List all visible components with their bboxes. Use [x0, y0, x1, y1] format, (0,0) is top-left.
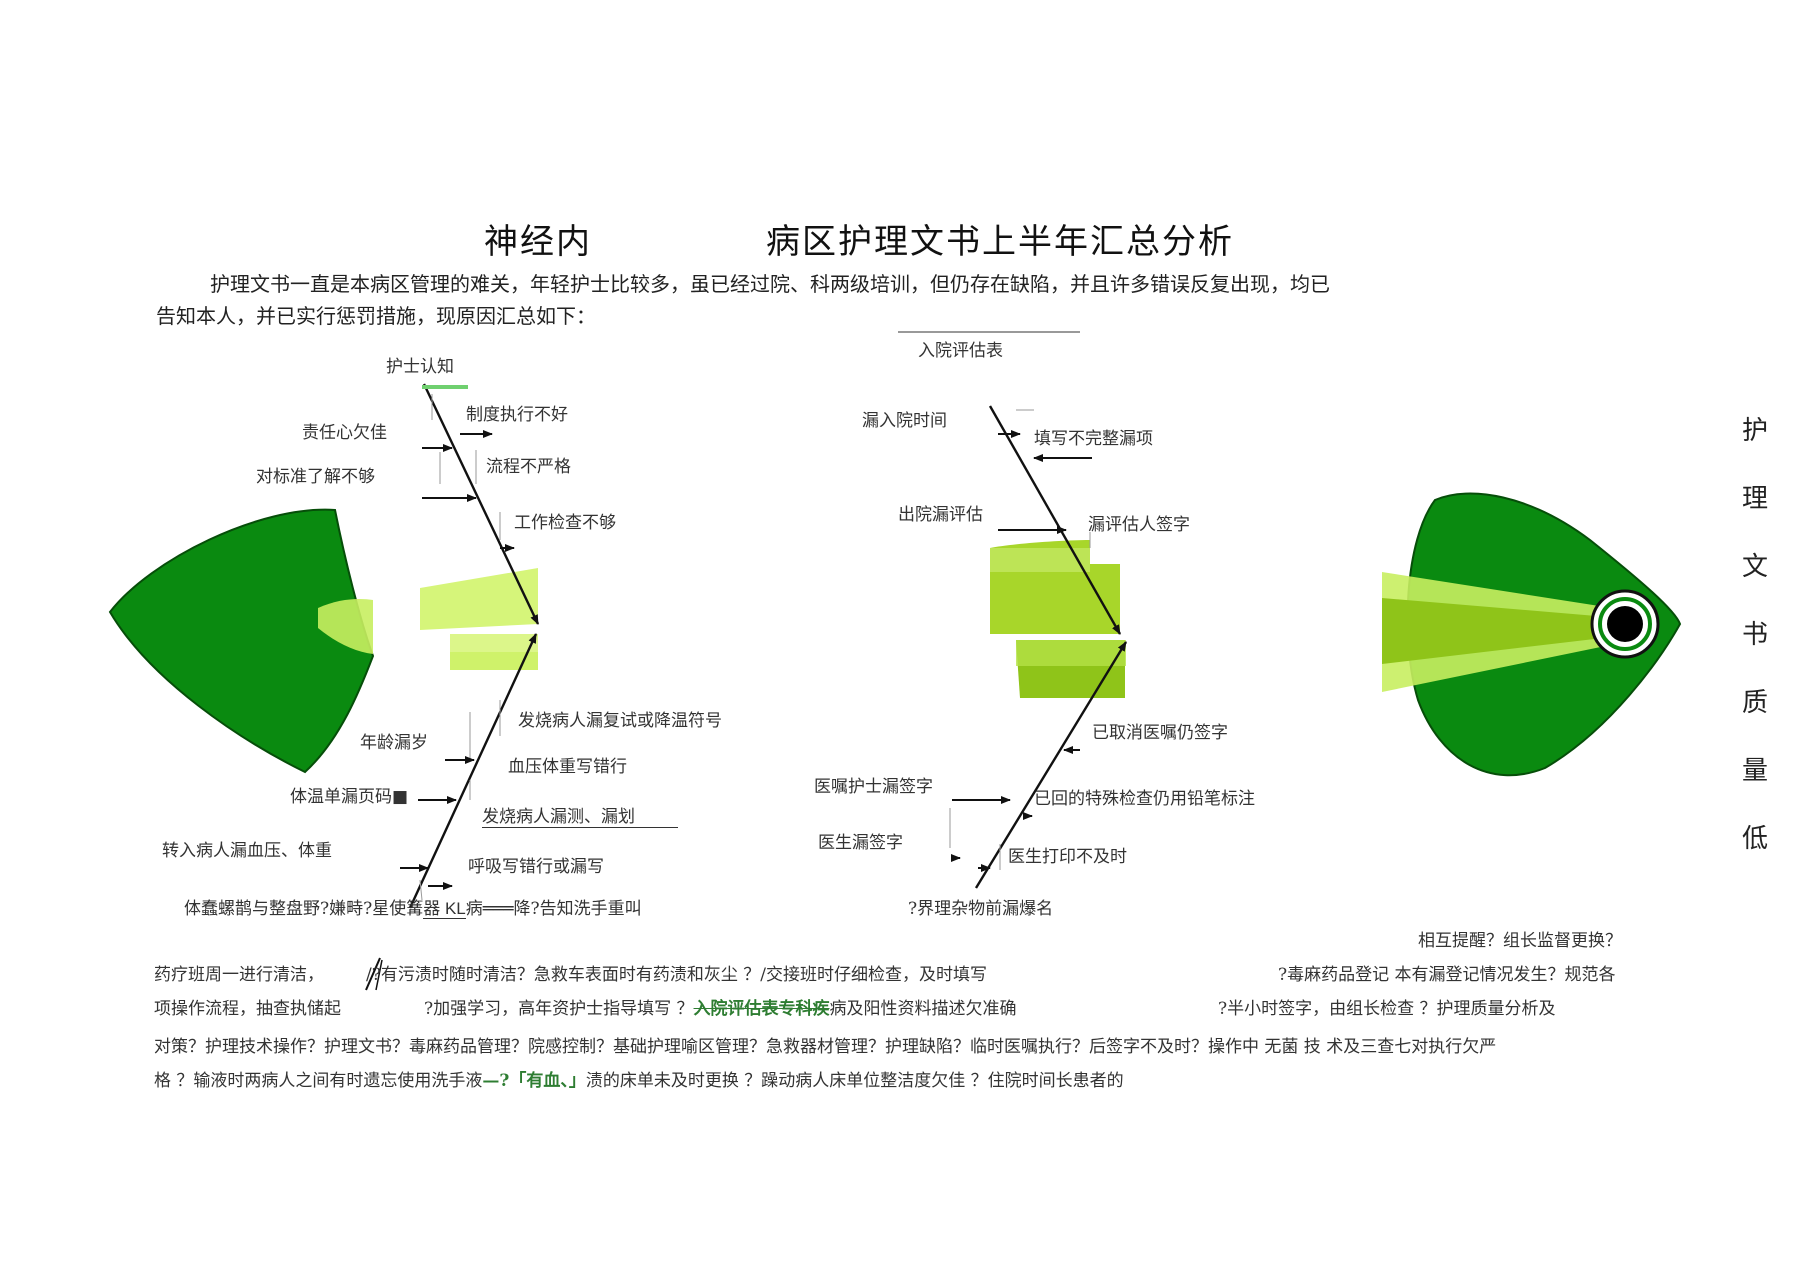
cause-cancelled-order: 已取消医嘱仍签字 — [1092, 723, 1228, 743]
cause-fever-measure: 发烧病人漏测、漏划 — [482, 802, 678, 828]
category-admission-assessment: 入院评估表 — [918, 341, 1003, 361]
bottom-line-3-green: 入院评估表专科疾 — [693, 999, 830, 1019]
left-bottom-label: 体蠢螺鹊与整盘野?嫌畤?星使篝器 KL病═══降?告知洗手重叫 — [184, 894, 642, 919]
bottom-line-3b: ?加强学习，高年资护士指导填写 ？入院评估表专科疾病及阳性资料描述欠准确 — [424, 994, 1017, 1019]
cause-fever-recheck: 发烧病人漏复试或降温符号 — [518, 711, 722, 731]
head-char-4: 书 — [1742, 620, 1769, 650]
bottom-line-5b: 渍的床单未及时更换 ？躁动病人床单位整洁度欠佳 ？住院时间长患者的 — [585, 1071, 1124, 1091]
bottom-line-3a: 项操作流程，抽查执储起 — [154, 999, 341, 1019]
mid-bottom-label: ?界理杂物前漏爆名 — [908, 899, 1054, 919]
bottom-line-5-green: —?「有血、」 — [482, 1071, 586, 1091]
cause-temp-page: 体温单漏页码■ — [290, 787, 409, 807]
bottom-line-2c: ?毒麻药品登记 本有漏登记情况发生？规范各 — [1278, 965, 1616, 985]
fish-tail — [108, 508, 375, 774]
cause-nurse-sign: 医嘱护士漏签字 — [814, 777, 933, 797]
bottom-line-3c: 病及阳性资料描述欠准确 — [829, 999, 1017, 1019]
bottom-line-3d: ?半小时签字，由组长检查 ？护理质量分析及 — [1218, 999, 1556, 1019]
head-char-2: 理 — [1742, 484, 1769, 514]
page-title: 病区护理文书上半年汇总分析 — [766, 222, 1234, 262]
left-bottom-label-b: 病═══降?告知洗手重叫 — [465, 899, 642, 919]
cause-transfer-bp: 转入病人漏血压、体重 — [162, 841, 332, 861]
bottom-line-2b: /?有污渍时随时清洁？急救车表面时有药渍和灰尘 ？/交接班时仔细检查，及时填写 — [366, 965, 987, 985]
bottom-line-2a: 药疗班周一进行清洁， — [154, 965, 324, 985]
bone-mid-bottom — [974, 641, 1128, 889]
cause-bp-weight-row: 血压体重写错行 — [508, 757, 627, 777]
tail-inner-highlight — [318, 598, 373, 654]
bone-left-bottom — [408, 633, 538, 909]
bottom-line-1-right: 相互提醒？组长监督更换？ — [1418, 931, 1622, 951]
cause-discharge-assess: 出院漏评估 — [898, 505, 983, 525]
cause-standards: 对标准了解不够 — [256, 467, 375, 487]
head-char-1: 护 — [1742, 416, 1769, 446]
bottom-line-5: 格 ？输液时两病人之间有时遗忘使用洗手液—?「有血、」渍的床单未及时更换 ？躁动… — [154, 1066, 1124, 1091]
title-dept: 神经内 — [484, 222, 592, 262]
bottom-line-3b-text: ?加强学习，高年资护士指导填写 ？ — [424, 999, 694, 1019]
cause-age-missing: 年龄漏岁 — [360, 733, 428, 753]
bottom-line-4: 对策？护理技术操作？护理文书？毒麻药品管理？院感控制？基础护理喻区管理？急救器材… — [154, 1037, 1497, 1057]
cause-responsibility: 责任心欠佳 — [302, 423, 387, 443]
cause-breathing-row: 呼吸写错行或漏写 — [468, 857, 604, 877]
head-char-5: 质 — [1742, 688, 1769, 718]
cause-assessor-sign: 漏评估人签字 — [1088, 515, 1190, 535]
cause-incomplete: 填写不完整漏项 — [1034, 429, 1153, 449]
head-char-7: 低 — [1742, 824, 1769, 854]
bone-mid-top — [988, 405, 1122, 635]
head-beam-inner — [1382, 598, 1620, 664]
left-bottom-label-a: 体蠢螺鹊与整盘野?嫌畤?星使篝 — [184, 899, 424, 919]
spine-block-left-upper — [420, 568, 538, 630]
intro-line-2: 告知本人，并已实行惩罚措施，现原因汇总如下： — [156, 304, 596, 328]
bottom-line-5a: 格 ？输液时两病人之间有时遗忘使用洗手液 — [154, 1071, 483, 1091]
left-bottom-label-kl: 器 KL — [423, 899, 466, 919]
bone-left-top — [422, 383, 540, 625]
category-nurse-cognition: 护士认知 — [386, 357, 454, 377]
fish-eye-pupil — [1607, 606, 1643, 642]
cause-admission-time: 漏入院时间 — [862, 411, 947, 431]
cause-system-execution: 制度执行不好 — [466, 405, 568, 425]
cause-doctor-print: 医生打印不及时 — [1008, 847, 1127, 867]
head-char-3: 文 — [1742, 552, 1769, 582]
cause-inspection: 工作检查不够 — [514, 513, 616, 533]
cause-process: 流程不严格 — [486, 457, 571, 477]
cause-pencil-mark: 已回的特殊检查仍用铅笔标注 — [1034, 789, 1255, 809]
head-char-6: 量 — [1742, 756, 1769, 786]
intro-line-1: 护理文书一直是本病区管理的难关，年轻护士比较多，虽已经过院、科两级培训，但仍存在… — [210, 272, 1330, 296]
cause-doctor-sign: 医生漏签字 — [818, 833, 903, 853]
